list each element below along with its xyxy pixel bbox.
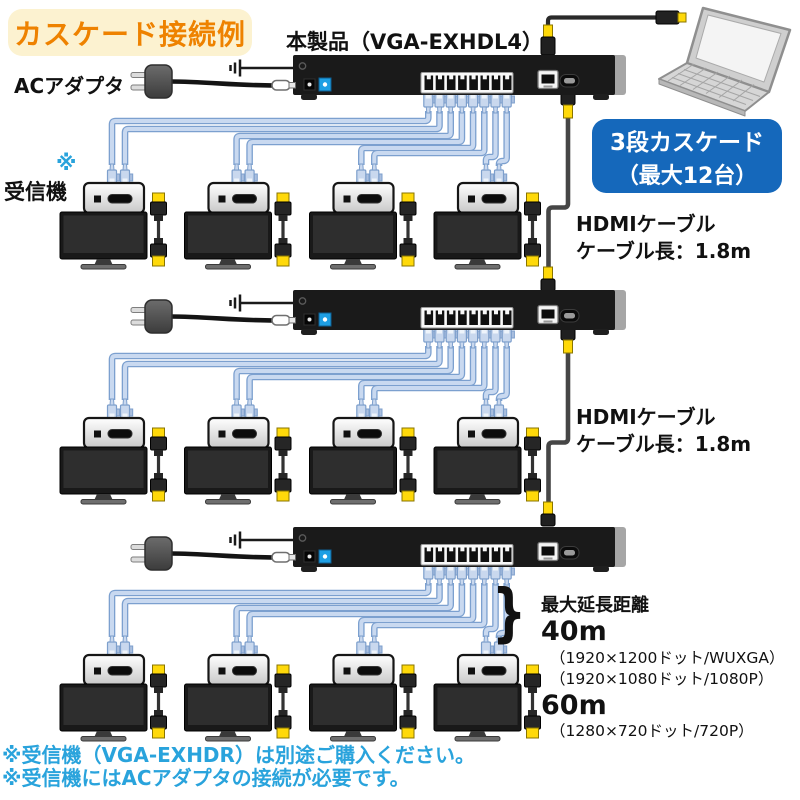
footnote-line1: ※受信機（VGA-EXHDR）は別途ご購入ください。: [2, 743, 475, 767]
hdmi-cable-label-2-line1: HDMIケーブル: [576, 405, 716, 429]
extension-distance-60m: 60m: [541, 690, 607, 721]
hdmi-cable-label-1: HDMIケーブル ケーブル長：1.8m: [576, 211, 751, 265]
hdmi-cable-label-1-line1: HDMIケーブル: [576, 212, 716, 236]
receiver-row-1: [60, 183, 541, 269]
extension-60m-resolutions: （1280×720ドット/720P）: [550, 721, 754, 742]
diagram-title: カスケード接続例: [8, 9, 252, 56]
extension-40m-resolutions: （1920×1200ドット/WUXGA） （1920×1080ドット/1080P…: [550, 648, 785, 689]
cascade-hdmi-cable-2: [541, 328, 575, 526]
hdmi-cable-label-2: HDMIケーブル ケーブル長：1.8m: [576, 404, 751, 458]
receiver-row-2: [60, 418, 541, 504]
hdmi-cable-label-1-line2: ケーブル長：1.8m: [576, 239, 752, 263]
ac-adapter-icon-1: [131, 60, 296, 99]
receiver-label: 受信機: [4, 180, 67, 204]
cascade-hdmi-cable-1: [541, 93, 575, 291]
cascade-badge-line1: 3段カスケード: [609, 129, 764, 156]
pc-input-cable: [540, 10, 687, 56]
cascade-badge: 3段カスケード （最大12台）: [592, 119, 782, 193]
transmitter-device-3: [292, 526, 627, 573]
cascade-badge-line2: （最大12台）: [616, 163, 758, 189]
footnotes: ※受信機（VGA-EXHDR）は別途ご購入ください。 ※受信機にはACアダプタの…: [2, 744, 475, 790]
ac-adapter-icon-3: [131, 532, 296, 571]
extension-distance-40m: 40m: [541, 616, 607, 647]
ac-adapter-label: ACアダプタ: [14, 74, 125, 98]
receiver-note-mark: ※: [56, 151, 77, 175]
brace-glyph: }: [492, 576, 527, 650]
product-label: 本製品（VGA-EXHDL4）: [286, 30, 543, 54]
laptop-icon: [658, 6, 792, 117]
extension-40m-res-1: （1920×1200ドット/WUXGA）: [550, 649, 785, 667]
ac-adapter-icon-2: [131, 295, 296, 334]
extension-60m-res-1: （1280×720ドット/720P）: [550, 722, 754, 740]
lan-cable-bundle-3: [108, 565, 515, 656]
diagram-title-text: カスケード接続例: [13, 17, 246, 51]
lan-cable-bundle-1: [108, 93, 515, 184]
transmitter-device-2: [292, 289, 627, 336]
lan-cable-bundle-2: [108, 328, 515, 419]
transmitter-device-1: [292, 54, 627, 101]
extension-40m-res-2: （1920×1080ドット/1080P）: [550, 669, 774, 688]
hdmi-cable-label-2-line2: ケーブル長：1.8m: [576, 432, 752, 456]
footnote-line2: ※受信機にはACアダプタの接続が必要です。: [2, 766, 410, 790]
receiver-row-3: [60, 655, 541, 741]
extension-distance-heading: 最大延長距離: [541, 595, 649, 616]
